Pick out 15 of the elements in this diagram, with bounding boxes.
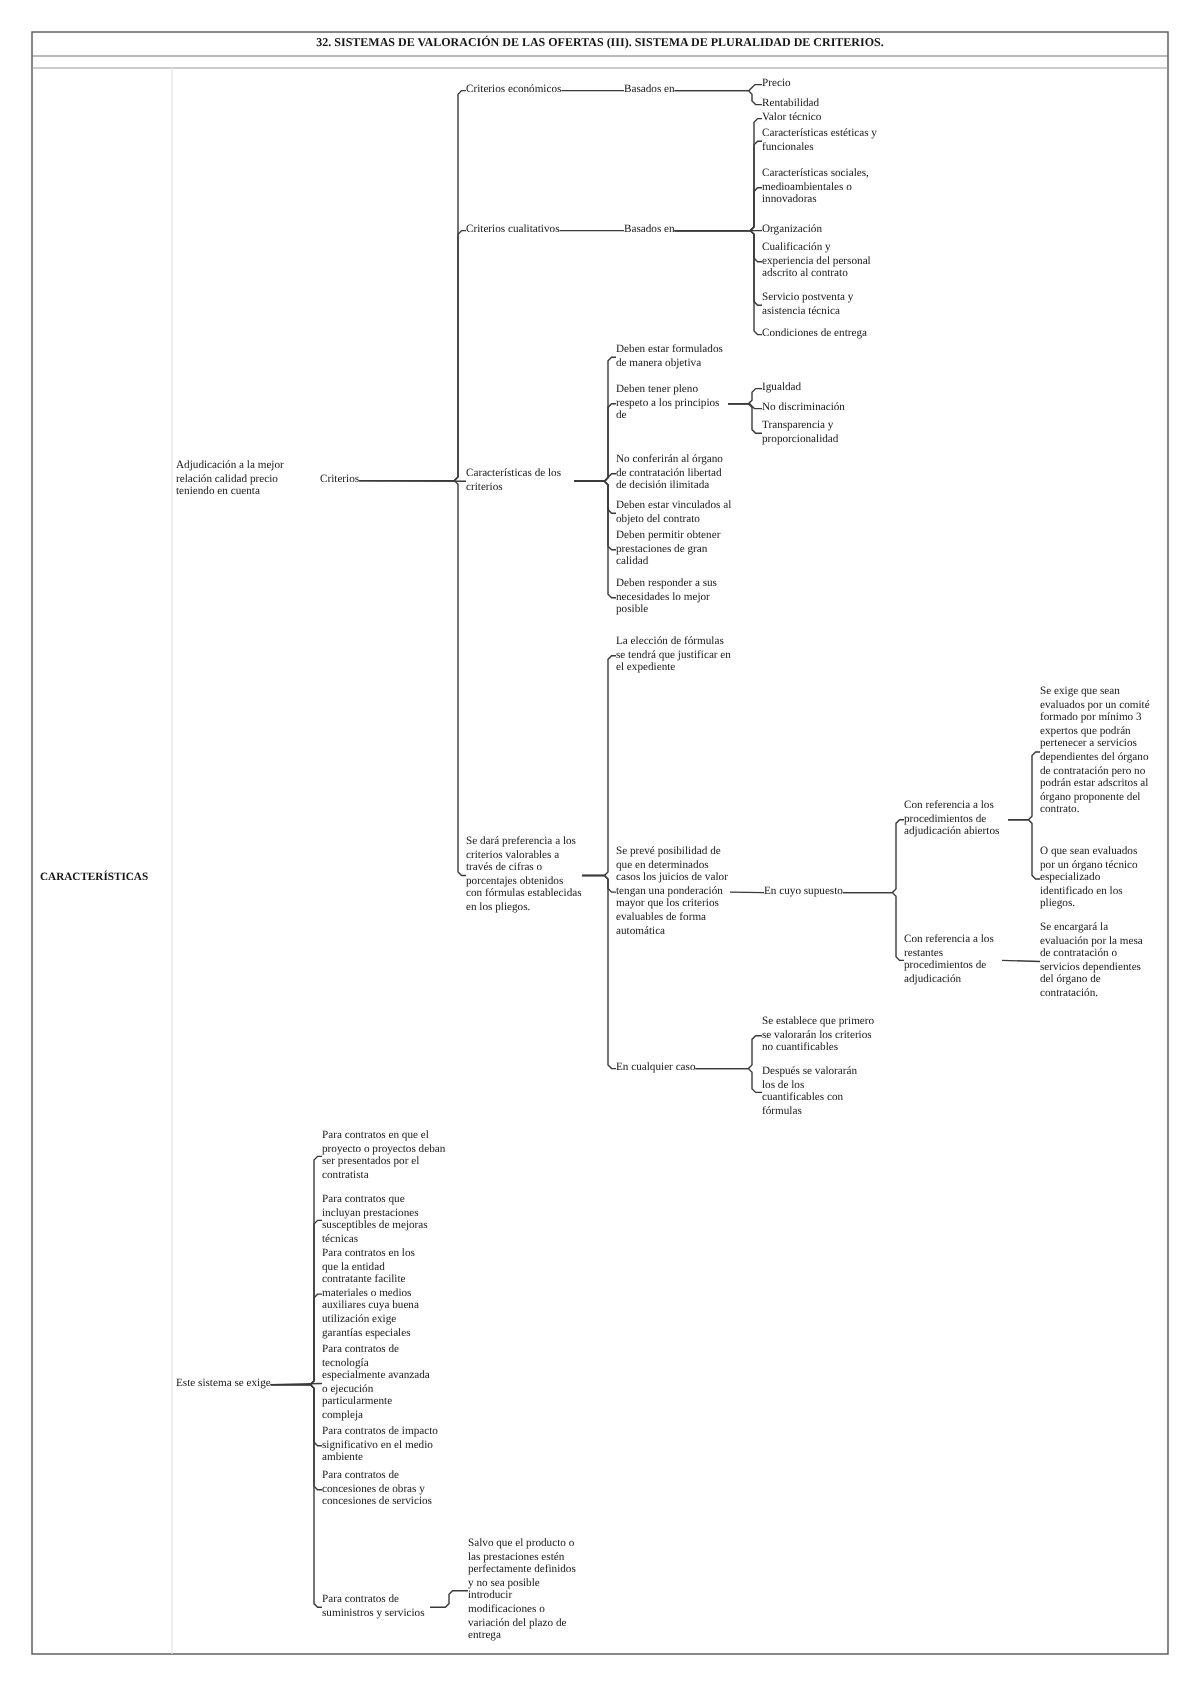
connector-line: [727, 403, 763, 434]
connector-line: [1007, 819, 1041, 880]
connector-line: [573, 480, 617, 599]
connector-line: [729, 891, 765, 894]
connector-line: [270, 1383, 323, 1608]
connector-line: [429, 1590, 469, 1608]
connector-line: [558, 229, 625, 232]
connector-line: [358, 479, 467, 877]
connector-line: [560, 89, 625, 92]
connector-line: [673, 89, 763, 106]
connector-line: [694, 1067, 763, 1094]
connector-line: [1001, 959, 1041, 963]
connector-line: [673, 229, 763, 336]
connector-line: [842, 891, 905, 962]
connector-line: [581, 874, 617, 1070]
